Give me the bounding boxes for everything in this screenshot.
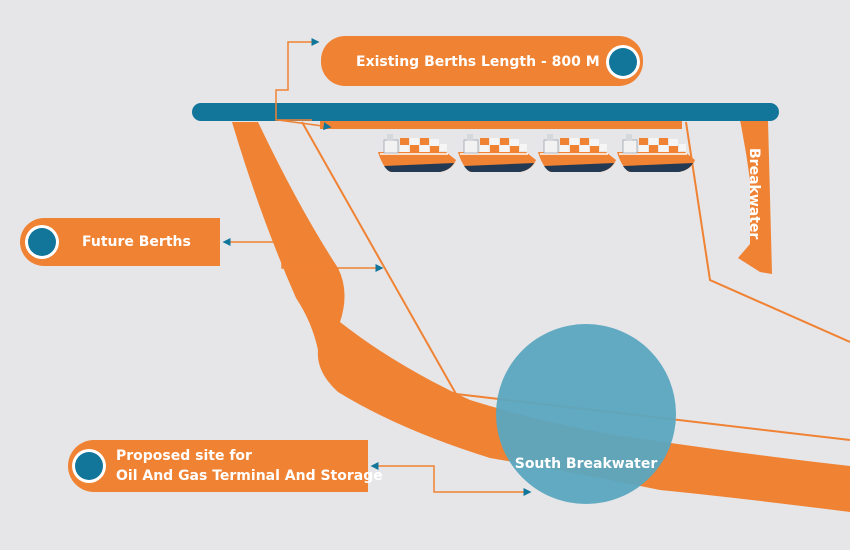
berth-strip xyxy=(320,118,682,129)
container-ship-icon xyxy=(377,133,457,173)
breakwater-label: Breakwater xyxy=(746,148,762,239)
container-ship-icon xyxy=(616,133,696,173)
future-berth-outline xyxy=(301,121,850,441)
south-breakwater-arm xyxy=(232,122,850,512)
callout-dot-icon xyxy=(28,228,56,256)
future-berths-connector xyxy=(226,241,380,269)
proposed-site-callout xyxy=(68,440,368,492)
proposed-site-label-line1: Proposed site for xyxy=(116,448,252,464)
south-breakwater-label: South Breakwater xyxy=(515,456,658,472)
future-berths-callout xyxy=(20,218,220,266)
callout-dot-icon xyxy=(609,48,637,76)
future-berths-label: Future Berths xyxy=(82,234,191,250)
proposed-site-connector xyxy=(374,465,528,493)
south-breakwater-circle xyxy=(496,324,676,504)
callout-dot-icon xyxy=(75,452,103,480)
container-ship-icon xyxy=(457,133,537,173)
proposed-site-label-line2: Oil And Gas Terminal And Storage xyxy=(116,468,383,484)
right-breakwater xyxy=(738,120,772,274)
breakwater-outline xyxy=(685,121,850,343)
existing-berth-bar xyxy=(192,103,779,121)
existing-berths-callout xyxy=(321,36,643,86)
existing-berths-arrow-right xyxy=(277,119,332,131)
container-ship-icon xyxy=(537,133,617,173)
existing-berths-label: Existing Berths Length - 800 M xyxy=(356,54,600,70)
